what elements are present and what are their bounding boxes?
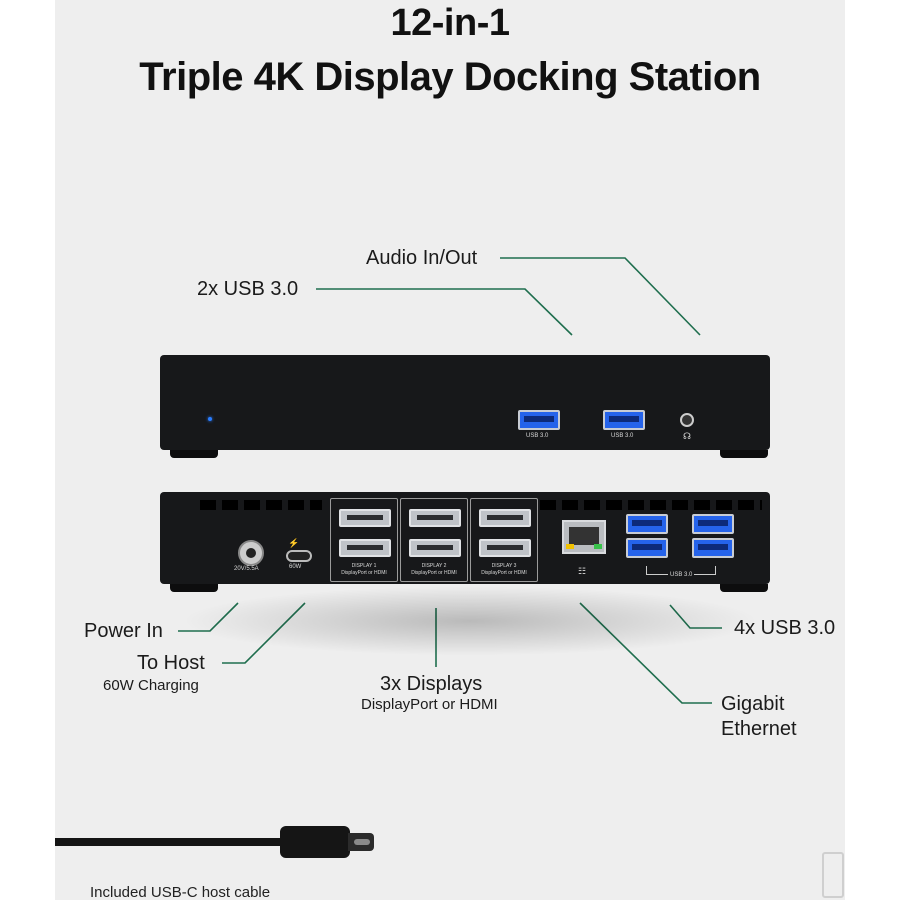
ethernet-led-yellow [566, 544, 574, 549]
dock-back-view: 20V/5.5A ⚡ 60W DISPLAY 1 DisplayPort or … [160, 492, 770, 592]
usb-label-front-2: USB 3.0 [611, 433, 634, 439]
hdmi-1 [339, 539, 391, 557]
audio-jack [680, 413, 694, 427]
callout-audio: Audio In/Out [366, 247, 478, 269]
hdmi-2 [409, 539, 461, 557]
leader-usb-back [669, 604, 722, 629]
dock-front-view: USB 3.0 USB 3.0 ☊ [160, 355, 770, 458]
headset-icon: ☊ [683, 431, 691, 441]
foot [720, 584, 768, 592]
usbc-watt-label: 60W [289, 564, 302, 570]
display-port-group-2: DISPLAY 2 DisplayPort or HDMI [400, 498, 468, 582]
display-port-group-3: DISPLAY 3 DisplayPort or HDMI [470, 498, 538, 582]
callout-displays-sub: DisplayPort or HDMI [361, 696, 498, 713]
leader-ethernet [579, 602, 712, 704]
ethernet-port [562, 520, 606, 554]
title-line-1: 12-in-1 [390, 2, 510, 44]
displayport-2 [409, 509, 461, 527]
dc-power-port [238, 540, 264, 566]
ethernet-led-green [594, 544, 602, 549]
title-line-2: Triple 4K Display Docking Station [139, 55, 761, 99]
vent-left [200, 500, 322, 510]
callout-displays: 3x Displays [380, 673, 483, 695]
leader-audio [500, 257, 701, 336]
dc-rating-label: 20V/5.5A [234, 566, 259, 572]
display-1-sub: DisplayPort or HDMI [341, 570, 387, 576]
usb-label-front-1: USB 3.0 [526, 433, 549, 439]
display-3-label: DISPLAY 3 [491, 563, 517, 569]
usb-c-host-port [286, 550, 312, 562]
dock-shadow [180, 586, 760, 656]
usb-a-port-back-1 [626, 514, 668, 534]
usb-c-cable [55, 838, 285, 846]
callout-to-host-sub: 60W Charging [103, 677, 199, 694]
foot [170, 450, 218, 458]
vent-right [540, 500, 762, 510]
display-port-group-1: DISPLAY 1 DisplayPort or HDMI [330, 498, 398, 582]
power-led [208, 417, 212, 421]
displayport-1 [339, 509, 391, 527]
callout-usb-back: 4x USB 3.0 [734, 617, 836, 639]
leader-usb-front [316, 288, 573, 336]
usb-a-port-back-3 [692, 514, 734, 534]
display-1-label: DISPLAY 1 [351, 563, 377, 569]
usb-a-port-front-2 [603, 410, 645, 430]
usb-a-port-back-4 [692, 538, 734, 558]
network-icon: ☷ [578, 566, 587, 576]
display-2-label: DISPLAY 2 [421, 563, 447, 569]
usb-a-port-back-2 [626, 538, 668, 558]
callout-ethernet-1: Gigabit [721, 693, 785, 715]
usb-a-port-front-1 [518, 410, 560, 430]
leader-power [178, 602, 239, 632]
callout-usb-front: 2x USB 3.0 [197, 278, 299, 300]
callout-to-host: To Host [137, 652, 205, 674]
usb-plug-watermark-icon [822, 852, 844, 898]
usb-c-plug [280, 826, 350, 858]
display-3-sub: DisplayPort or HDMI [481, 570, 527, 576]
callout-power: Power In [84, 620, 163, 642]
display-2-sub: DisplayPort or HDMI [411, 570, 457, 576]
usb-label-back: USB 3.0 [668, 572, 695, 578]
displayport-3 [479, 509, 531, 527]
foot [720, 450, 768, 458]
usb-c-plug-tip [348, 833, 374, 851]
laptop-charge-icon: ⚡ [288, 538, 300, 548]
cable-caption: Included USB-C host cable [90, 884, 271, 900]
callout-ethernet-2: Ethernet [721, 718, 797, 740]
leader-to-host [222, 602, 306, 664]
foot [170, 584, 218, 592]
hdmi-3 [479, 539, 531, 557]
